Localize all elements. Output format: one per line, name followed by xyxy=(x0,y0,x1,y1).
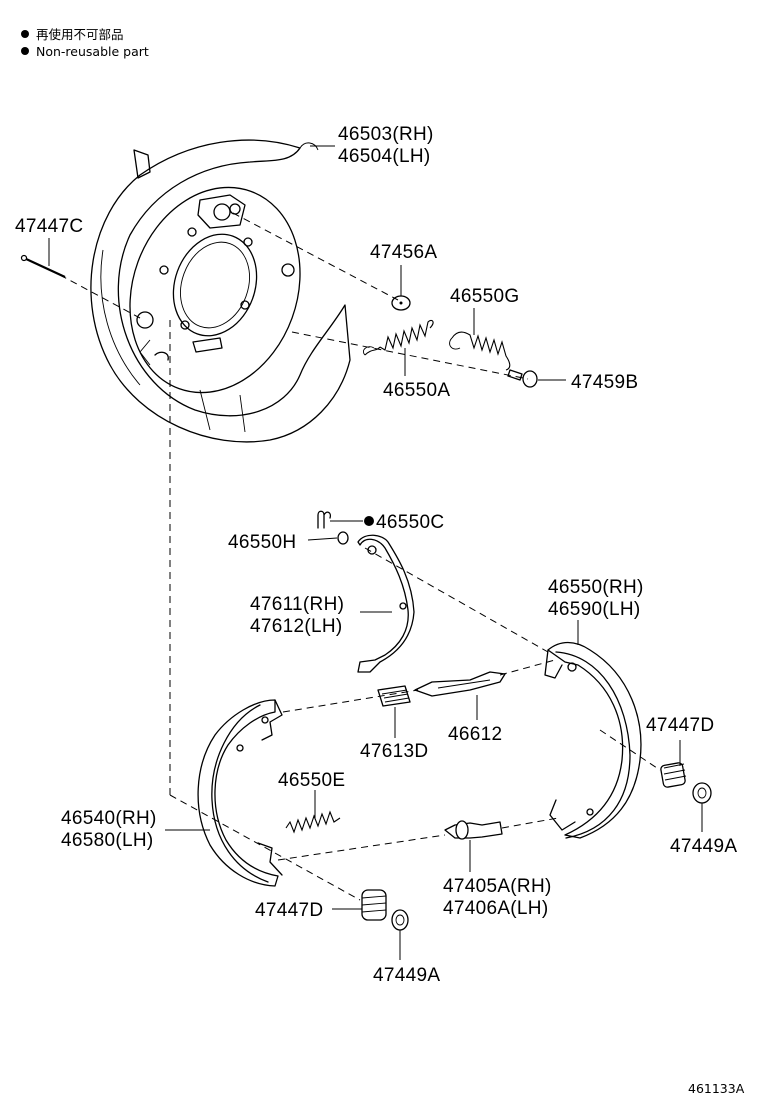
label-46550-rh: 46550(RH) xyxy=(548,577,644,598)
clip-46550C-drawing xyxy=(317,510,332,529)
ring-46550H-drawing xyxy=(337,531,349,545)
spring-46550E-drawing xyxy=(285,810,341,834)
label-47405A: 47405A(RH) xyxy=(443,876,552,897)
label-46503: 46503(RH) xyxy=(338,124,434,145)
label-47613D: 47613D xyxy=(360,741,428,762)
leader-lines xyxy=(48,145,703,960)
label-46612: 46612 xyxy=(448,724,502,745)
label-47612: 47612(LH) xyxy=(250,616,342,637)
figure-id: 461133A xyxy=(688,1081,745,1096)
label-47406A: 47406A(LH) xyxy=(443,898,548,919)
legend-bullet-icon xyxy=(21,47,29,55)
non-reusable-bullet-icon xyxy=(364,516,374,526)
part-labels: 46503(RH) 46504(LH) 47447C 47456A 46550G… xyxy=(15,124,737,986)
hold-down-right-drawing xyxy=(660,762,712,804)
parking-lever-drawing xyxy=(357,534,415,673)
label-47447D-right: 47447D xyxy=(646,715,714,736)
legend-bullet-icon xyxy=(21,30,29,38)
label-46550C: 46550C xyxy=(376,512,444,533)
hold-down-left-drawing xyxy=(361,889,409,931)
adjuster-drawing xyxy=(444,820,503,840)
label-46550E: 46550E xyxy=(278,770,345,791)
label-46504: 46504(LH) xyxy=(338,146,430,167)
assembly-lines xyxy=(59,212,661,901)
spring-46550G-drawing xyxy=(449,331,511,371)
label-46580: 46580(LH) xyxy=(61,830,153,851)
left-shoe-drawing xyxy=(197,699,283,887)
label-47611: 47611(RH) xyxy=(250,594,344,615)
label-47456A: 47456A xyxy=(370,242,437,263)
legend: 再使用不可部品 Non-reusable part xyxy=(21,27,149,59)
bolt-47459B-drawing xyxy=(507,369,538,388)
backing-plate-drawing xyxy=(90,139,351,443)
legend-en-text: Non-reusable part xyxy=(36,44,149,59)
label-47459B: 47459B xyxy=(571,372,638,393)
label-46590-lh: 46590(LH) xyxy=(548,599,640,620)
label-46550A: 46550A xyxy=(383,380,450,401)
label-47449A-left: 47449A xyxy=(373,965,440,986)
label-47447C: 47447C xyxy=(15,216,83,237)
label-47447D-left: 47447D xyxy=(255,900,323,921)
label-46550G: 46550G xyxy=(450,286,519,307)
label-46550H: 46550H xyxy=(228,532,296,553)
label-46540: 46540(RH) xyxy=(61,808,157,829)
spring-47613D-drawing xyxy=(377,685,411,707)
spring-46550A-drawing xyxy=(363,319,434,356)
label-47449A-right: 47449A xyxy=(670,836,737,857)
right-shoe-drawing xyxy=(544,641,642,839)
legend-jp-text: 再使用不可部品 xyxy=(36,27,124,42)
strut-46612-drawing xyxy=(414,671,506,697)
pin-47447C-drawing xyxy=(20,254,66,278)
